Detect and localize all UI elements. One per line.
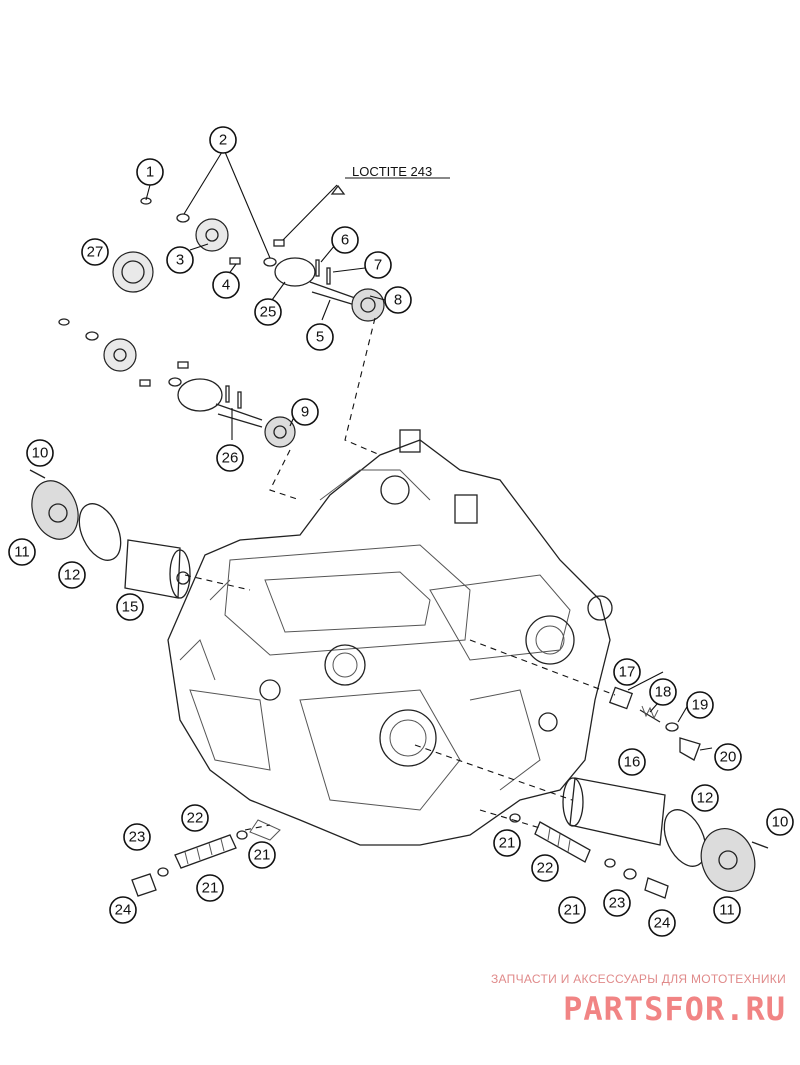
callout-22-right: 22 (531, 854, 559, 882)
callout-21-right-a: 21 (493, 829, 521, 857)
watermark-tagline: ЗАПЧАСТИ И АКСЕССУАРЫ ДЛЯ МОТОТЕХНИКИ (490, 972, 786, 986)
callout-23-right: 23 (603, 889, 631, 917)
right-oil-filter-group (509, 686, 769, 899)
callout-5-label: 5 (316, 329, 324, 346)
callout-16: 16 (618, 748, 646, 776)
callout-7: 7 (364, 251, 392, 279)
callout-4-label: 4 (222, 277, 230, 294)
callout-21-left-b: 21 (196, 874, 224, 902)
callout-8: 8 (384, 286, 412, 314)
callout-12-right-label: 12 (697, 790, 714, 807)
callout-22-left: 22 (181, 804, 209, 832)
callout-17: 17 (613, 658, 641, 686)
leader-lines (145, 151, 713, 751)
watermark-logo: PARTSFOR.RU (563, 990, 786, 1028)
callout-3-label: 3 (176, 252, 184, 269)
callout-1: 1 (136, 158, 164, 186)
callout-15-label: 15 (122, 599, 139, 616)
left-oil-filter-group (29, 469, 191, 599)
callout-24-right-label: 24 (654, 915, 671, 932)
callout-12-right: 12 (691, 784, 719, 812)
callout-23-right-label: 23 (609, 895, 626, 912)
callout-4: 4 (212, 271, 240, 299)
engine-crankcase (167, 429, 613, 846)
callout-20: 20 (714, 743, 742, 771)
callout-18: 18 (649, 678, 677, 706)
callout-23-left-label: 23 (129, 829, 146, 846)
callout-3: 3 (166, 246, 194, 274)
watermark: ЗАПЧАСТИ И АКСЕССУАРЫ ДЛЯ МОТОТЕХНИКИ PA… (456, 972, 786, 1028)
callout-9: 9 (291, 398, 319, 426)
callout-6-label: 6 (341, 232, 349, 249)
callout-25: 25 (254, 298, 282, 326)
callout-17-label: 17 (619, 664, 636, 681)
callout-24-left: 24 (109, 896, 137, 924)
callout-27: 27 (81, 238, 109, 266)
callout-9-label: 9 (301, 404, 309, 421)
callout-10-right: 10 (766, 808, 794, 836)
callout-22-right-label: 22 (537, 860, 554, 877)
assembly-dash-lines (184, 317, 616, 831)
callout-12-left-label: 12 (64, 567, 81, 584)
callout-2-label: 2 (219, 132, 227, 149)
callout-22-left-label: 22 (187, 810, 204, 827)
callout-12-left: 12 (58, 561, 86, 589)
callout-18-label: 18 (655, 684, 672, 701)
callout-21-right-b-label: 21 (564, 902, 581, 919)
callout-16-label: 16 (624, 754, 641, 771)
callout-10-left-label: 10 (32, 445, 49, 462)
callout-6: 6 (331, 226, 359, 254)
callout-23-left: 23 (123, 823, 151, 851)
callout-19-label: 19 (692, 697, 709, 714)
callout-27-label: 27 (87, 244, 104, 261)
callout-1-label: 1 (146, 164, 154, 181)
callout-21-left-b-label: 21 (202, 880, 219, 897)
callout-21-left-a-label: 21 (254, 847, 271, 864)
callout-24-left-label: 24 (115, 902, 132, 919)
callout-26: 26 (216, 444, 244, 472)
callout-11-right-label: 11 (719, 902, 735, 919)
lower-oil-pump-group (58, 318, 296, 448)
callout-21-left-a: 21 (248, 841, 276, 869)
callout-11-left-label: 11 (14, 544, 30, 561)
callout-25-label: 25 (260, 304, 277, 321)
callout-5: 5 (306, 323, 334, 351)
callout-20-label: 20 (720, 749, 737, 766)
callout-8-label: 8 (394, 292, 402, 309)
callout-26-label: 26 (222, 450, 239, 467)
callout-11-left: 11 (8, 538, 36, 566)
callout-21-right-b: 21 (558, 896, 586, 924)
callout-21-right-a-label: 21 (499, 835, 516, 852)
callout-19: 19 (686, 691, 714, 719)
callout-15: 15 (116, 593, 144, 621)
callout-24-right: 24 (648, 909, 676, 937)
left-bypass-valve-group (131, 819, 281, 897)
loctite-note: LOCTITE 243 (352, 164, 432, 179)
upper-oil-pump-group (112, 184, 385, 322)
callout-10-right-label: 10 (772, 814, 789, 831)
callout-7-label: 7 (374, 257, 382, 274)
callout-2: 2 (209, 126, 237, 154)
callout-10-left: 10 (26, 439, 54, 467)
callout-11-right: 11 (713, 896, 741, 924)
